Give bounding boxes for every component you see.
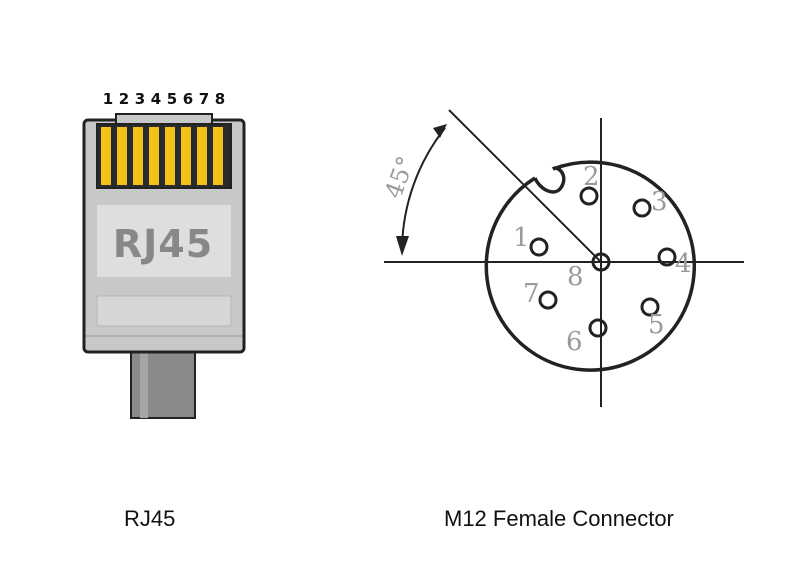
- rj45-contact: [181, 127, 191, 185]
- m12-angle-arc: [401, 127, 446, 249]
- m12-pin-8: [591, 252, 611, 272]
- rj45-pin-number: 3: [135, 90, 145, 108]
- m12-key-notch: [533, 166, 566, 194]
- rj45-contact: [197, 127, 207, 185]
- m12-pin-label-6: 6: [566, 327, 583, 357]
- rj45-contact: [149, 127, 159, 185]
- rj45-contact: [117, 127, 127, 185]
- rj45-pin-number: 1: [103, 90, 113, 108]
- rj45-contact: [213, 127, 223, 185]
- rj45-pin-number: 2: [119, 90, 129, 108]
- rj45-pin-numbers: 1 2 3 4 5 6 7 8: [103, 90, 225, 108]
- m12-pin-label-7: 7: [523, 279, 540, 309]
- rj45-contacts: [101, 127, 223, 185]
- rj45-body-label: RJ45: [113, 222, 213, 266]
- m12-pin-label-2: 2: [583, 162, 600, 192]
- m12-pin-3: [632, 198, 652, 218]
- m12-pin-1: [529, 237, 549, 257]
- m12-pin-label-1: 1: [513, 223, 530, 253]
- rj45-latch: [115, 113, 213, 125]
- m12-pin-label-5: 5: [648, 310, 665, 340]
- rj45-pin-number: 6: [183, 90, 193, 108]
- rj45-lower-ridge: [96, 295, 232, 327]
- rj45-cable-highlight: [140, 352, 148, 418]
- rj45-label-plate: [97, 205, 231, 277]
- m12-pin-6: [588, 318, 608, 338]
- m12-pin-5: [640, 297, 660, 317]
- m12-angle-arrow-down: [396, 236, 409, 256]
- rj45-pin-number: 4: [151, 90, 161, 108]
- rj45-contact: [165, 127, 175, 185]
- m12-pins: [529, 186, 677, 338]
- m12-pin-7: [538, 290, 558, 310]
- rj45-caption: RJ45: [124, 506, 176, 531]
- m12-labels: 45° 1 2 3 4 5 6 7 8: [379, 152, 691, 357]
- rj45-pin-number: 5: [167, 90, 177, 108]
- m12-outline: [484, 160, 697, 372]
- m12-pin-label-8: 8: [567, 262, 584, 292]
- rj45-contact: [101, 127, 111, 185]
- rj45-pin-number: 7: [199, 90, 209, 108]
- m12-pin-4: [657, 247, 677, 267]
- m12-pin-label-3: 3: [651, 187, 668, 217]
- m12-angle-label: 45°: [379, 152, 420, 202]
- m12-pin-label-4: 4: [675, 249, 692, 279]
- rj45-pin-number: 8: [215, 90, 225, 108]
- rj45-contact: [133, 127, 143, 185]
- m12-caption: M12 Female Connector: [444, 506, 674, 531]
- rj45-plug: 1 2 3 4 5 6 7 8 RJ45: [82, 90, 246, 419]
- m12-connector: [384, 109, 744, 407]
- m12-pin-2: [579, 186, 599, 206]
- m12-angle-arrow-up: [433, 124, 447, 138]
